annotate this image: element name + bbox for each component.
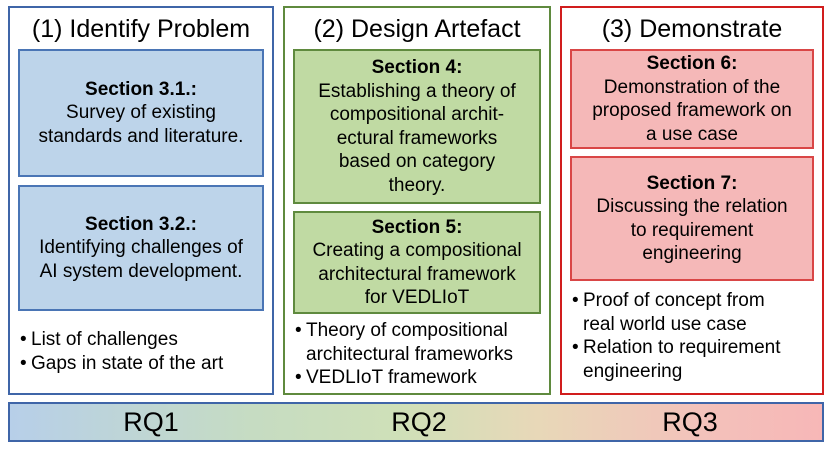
section-box-7: Section 7: Discussing the relation to re… xyxy=(570,156,814,281)
outcome-item: Relation to requirement engineering xyxy=(572,336,816,383)
phase-title: (3) Demonstrate xyxy=(601,15,783,43)
section-box-6: Section 6: Demonstration of the proposed… xyxy=(570,49,814,149)
phase-demonstrate: (3) Demonstrate Section 6: Demonstration… xyxy=(560,6,824,395)
section-label: Section 7: xyxy=(646,172,738,194)
research-question-bar: RQ1 RQ2 RQ3 xyxy=(8,402,824,442)
phase-design-artefact: (2) Design Artefact Section 4: Establish… xyxy=(283,6,551,395)
section-description: Identifying challenges of AI system deve… xyxy=(39,237,243,282)
section-label: Section 4: xyxy=(371,57,463,78)
section-description: Survey of existing standards and literat… xyxy=(38,102,244,147)
outcome-list: Theory of compositional architectural fr… xyxy=(295,319,543,390)
outcome-item: Gaps in state of the art xyxy=(20,352,266,376)
section-description: Discussing the relation to requirement e… xyxy=(596,196,788,264)
phase-title: (2) Design Artefact xyxy=(313,15,521,43)
section-label: Section 6: xyxy=(646,53,738,74)
section-box-4: Section 4: Establishing a theory of comp… xyxy=(293,49,541,204)
outcome-item: Proof of concept from real world use cas… xyxy=(572,289,816,336)
rq2-label: RQ2 xyxy=(391,407,447,437)
section-box-5: Section 5: Creating a compositional arch… xyxy=(293,211,541,314)
section-label: Section 5: xyxy=(371,216,463,238)
outcome-list: List of challenges Gaps in state of the … xyxy=(20,328,266,375)
section-box-3-1: Section 3.1.: Survey of existing standar… xyxy=(18,49,264,177)
section-description: Demonstration of the proposed framework … xyxy=(592,76,792,145)
outcome-item: List of challenges xyxy=(20,328,266,352)
rq1-label: RQ1 xyxy=(123,407,179,437)
section-description: Establishing a theory of compositional a… xyxy=(318,80,516,196)
outcome-item: Theory of compositional architectural fr… xyxy=(295,319,543,366)
section-label: Section 3.1.: xyxy=(85,78,197,100)
rq3-label: RQ3 xyxy=(662,407,718,437)
section-description: Creating a compositional architectural f… xyxy=(312,240,522,308)
section-label: Section 3.2.: xyxy=(85,213,197,235)
outcome-item: VEDLIoT framework xyxy=(295,366,543,390)
phase-identify-problem: (1) Identify Problem Section 3.1.: Surve… xyxy=(8,6,274,395)
outcome-list: Proof of concept from real world use cas… xyxy=(572,289,816,383)
phase-title: (1) Identify Problem xyxy=(31,15,251,43)
section-box-3-2: Section 3.2.: Identifying challenges of … xyxy=(18,185,264,311)
